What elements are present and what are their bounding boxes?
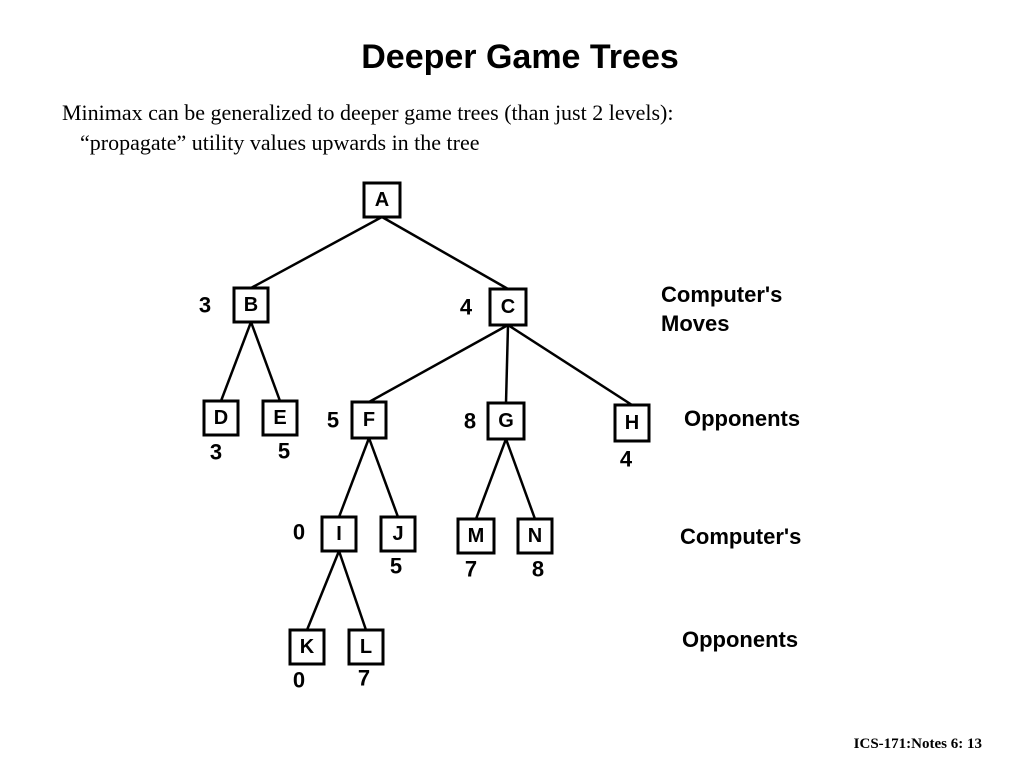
node-value-h: 4 [620,447,633,472]
node-box-i [320,515,358,553]
node-box-k [288,628,326,666]
node-label-d: D [214,407,228,429]
edge-f-i [337,437,371,518]
node-value-d: 3 [210,440,222,465]
level-label-computers-moves-line1: Computer's [661,282,782,307]
node-value-f: 5 [327,408,339,433]
tree-node-f: F [350,400,388,440]
tree-nodes: A B C D E F G H I J M N K L [202,181,651,666]
node-value-m: 7 [465,557,477,582]
node-label-e: E [273,407,286,429]
node-box-h [613,403,651,443]
node-value-b: 3 [199,293,211,318]
node-box-a [362,181,402,219]
node-label-k: K [300,636,315,658]
node-label-m: M [468,525,485,547]
node-label-c: C [501,296,515,318]
tree-node-a: A [362,181,402,219]
node-label-b: B [244,294,258,316]
node-label-n: N [528,525,542,547]
node-box-c [488,287,528,327]
tree-node-m: M [456,517,496,555]
intro-line-1: Minimax can be generalized to deeper gam… [62,100,674,125]
node-box-d [202,399,240,437]
level-label-opponents-1: Opponents [684,406,800,431]
node-value-g: 8 [464,409,476,434]
tree-edges [219,215,633,631]
intro-text: Minimax can be generalized to deeper gam… [62,98,673,158]
node-values: 3 4 3 5 5 8 4 0 5 7 8 0 7 [199,293,633,693]
node-label-a: A [375,189,389,211]
edge-b-e [249,321,282,402]
node-value-i: 0 [293,520,305,545]
node-label-i: I [336,523,342,545]
node-value-j: 5 [390,554,402,579]
node-value-l: 7 [358,666,370,691]
tree-node-n: N [516,517,554,555]
node-box-m [456,517,496,555]
edge-c-g [504,324,510,404]
node-label-f: F [363,409,375,431]
tree-node-g: G [486,401,526,441]
edge-a-c [381,215,509,291]
node-value-e: 5 [278,439,290,464]
edge-i-k [305,550,341,631]
tree-node-c: C [488,287,528,327]
slide-footer: ICS-171:Notes 6: 13 [853,736,982,752]
node-box-n [516,517,554,555]
edge-f-j [367,437,400,518]
node-box-b [232,286,270,324]
tree-node-j: J [379,515,417,553]
node-box-g [486,401,526,441]
tree-node-h: H [613,403,651,443]
level-label-computers-2: Computer's [680,524,801,549]
edge-i-l [337,550,368,631]
node-label-j: J [392,523,403,545]
level-label-opponents-2: Opponents [682,627,798,652]
node-value-n: 8 [532,557,544,582]
node-box-l [347,628,385,666]
tree-node-k: K [288,628,326,666]
node-box-f [350,400,388,440]
edge-b-d [219,321,253,402]
slide-title: Deeper Game Trees [361,38,679,76]
tree-node-e: E [261,399,299,437]
edge-c-f [368,323,509,404]
node-label-l: L [360,636,372,658]
edge-c-h [507,323,633,407]
tree-node-b: B [232,286,270,324]
edge-g-m [474,438,508,520]
level-label-computers-moves-line2: Moves [661,311,729,336]
node-label-g: G [498,410,514,432]
intro-line-2: “propagate” utility values upwards in th… [80,130,480,155]
node-box-j [379,515,417,553]
node-box-e [261,399,299,437]
edge-g-n [504,438,537,520]
tree-node-l: L [347,628,385,666]
tree-node-d: D [202,399,240,437]
node-value-c: 4 [460,295,473,320]
node-value-k: 0 [293,668,305,693]
node-label-h: H [625,412,639,434]
tree-node-i: I [320,515,358,553]
edge-a-b [250,215,383,290]
